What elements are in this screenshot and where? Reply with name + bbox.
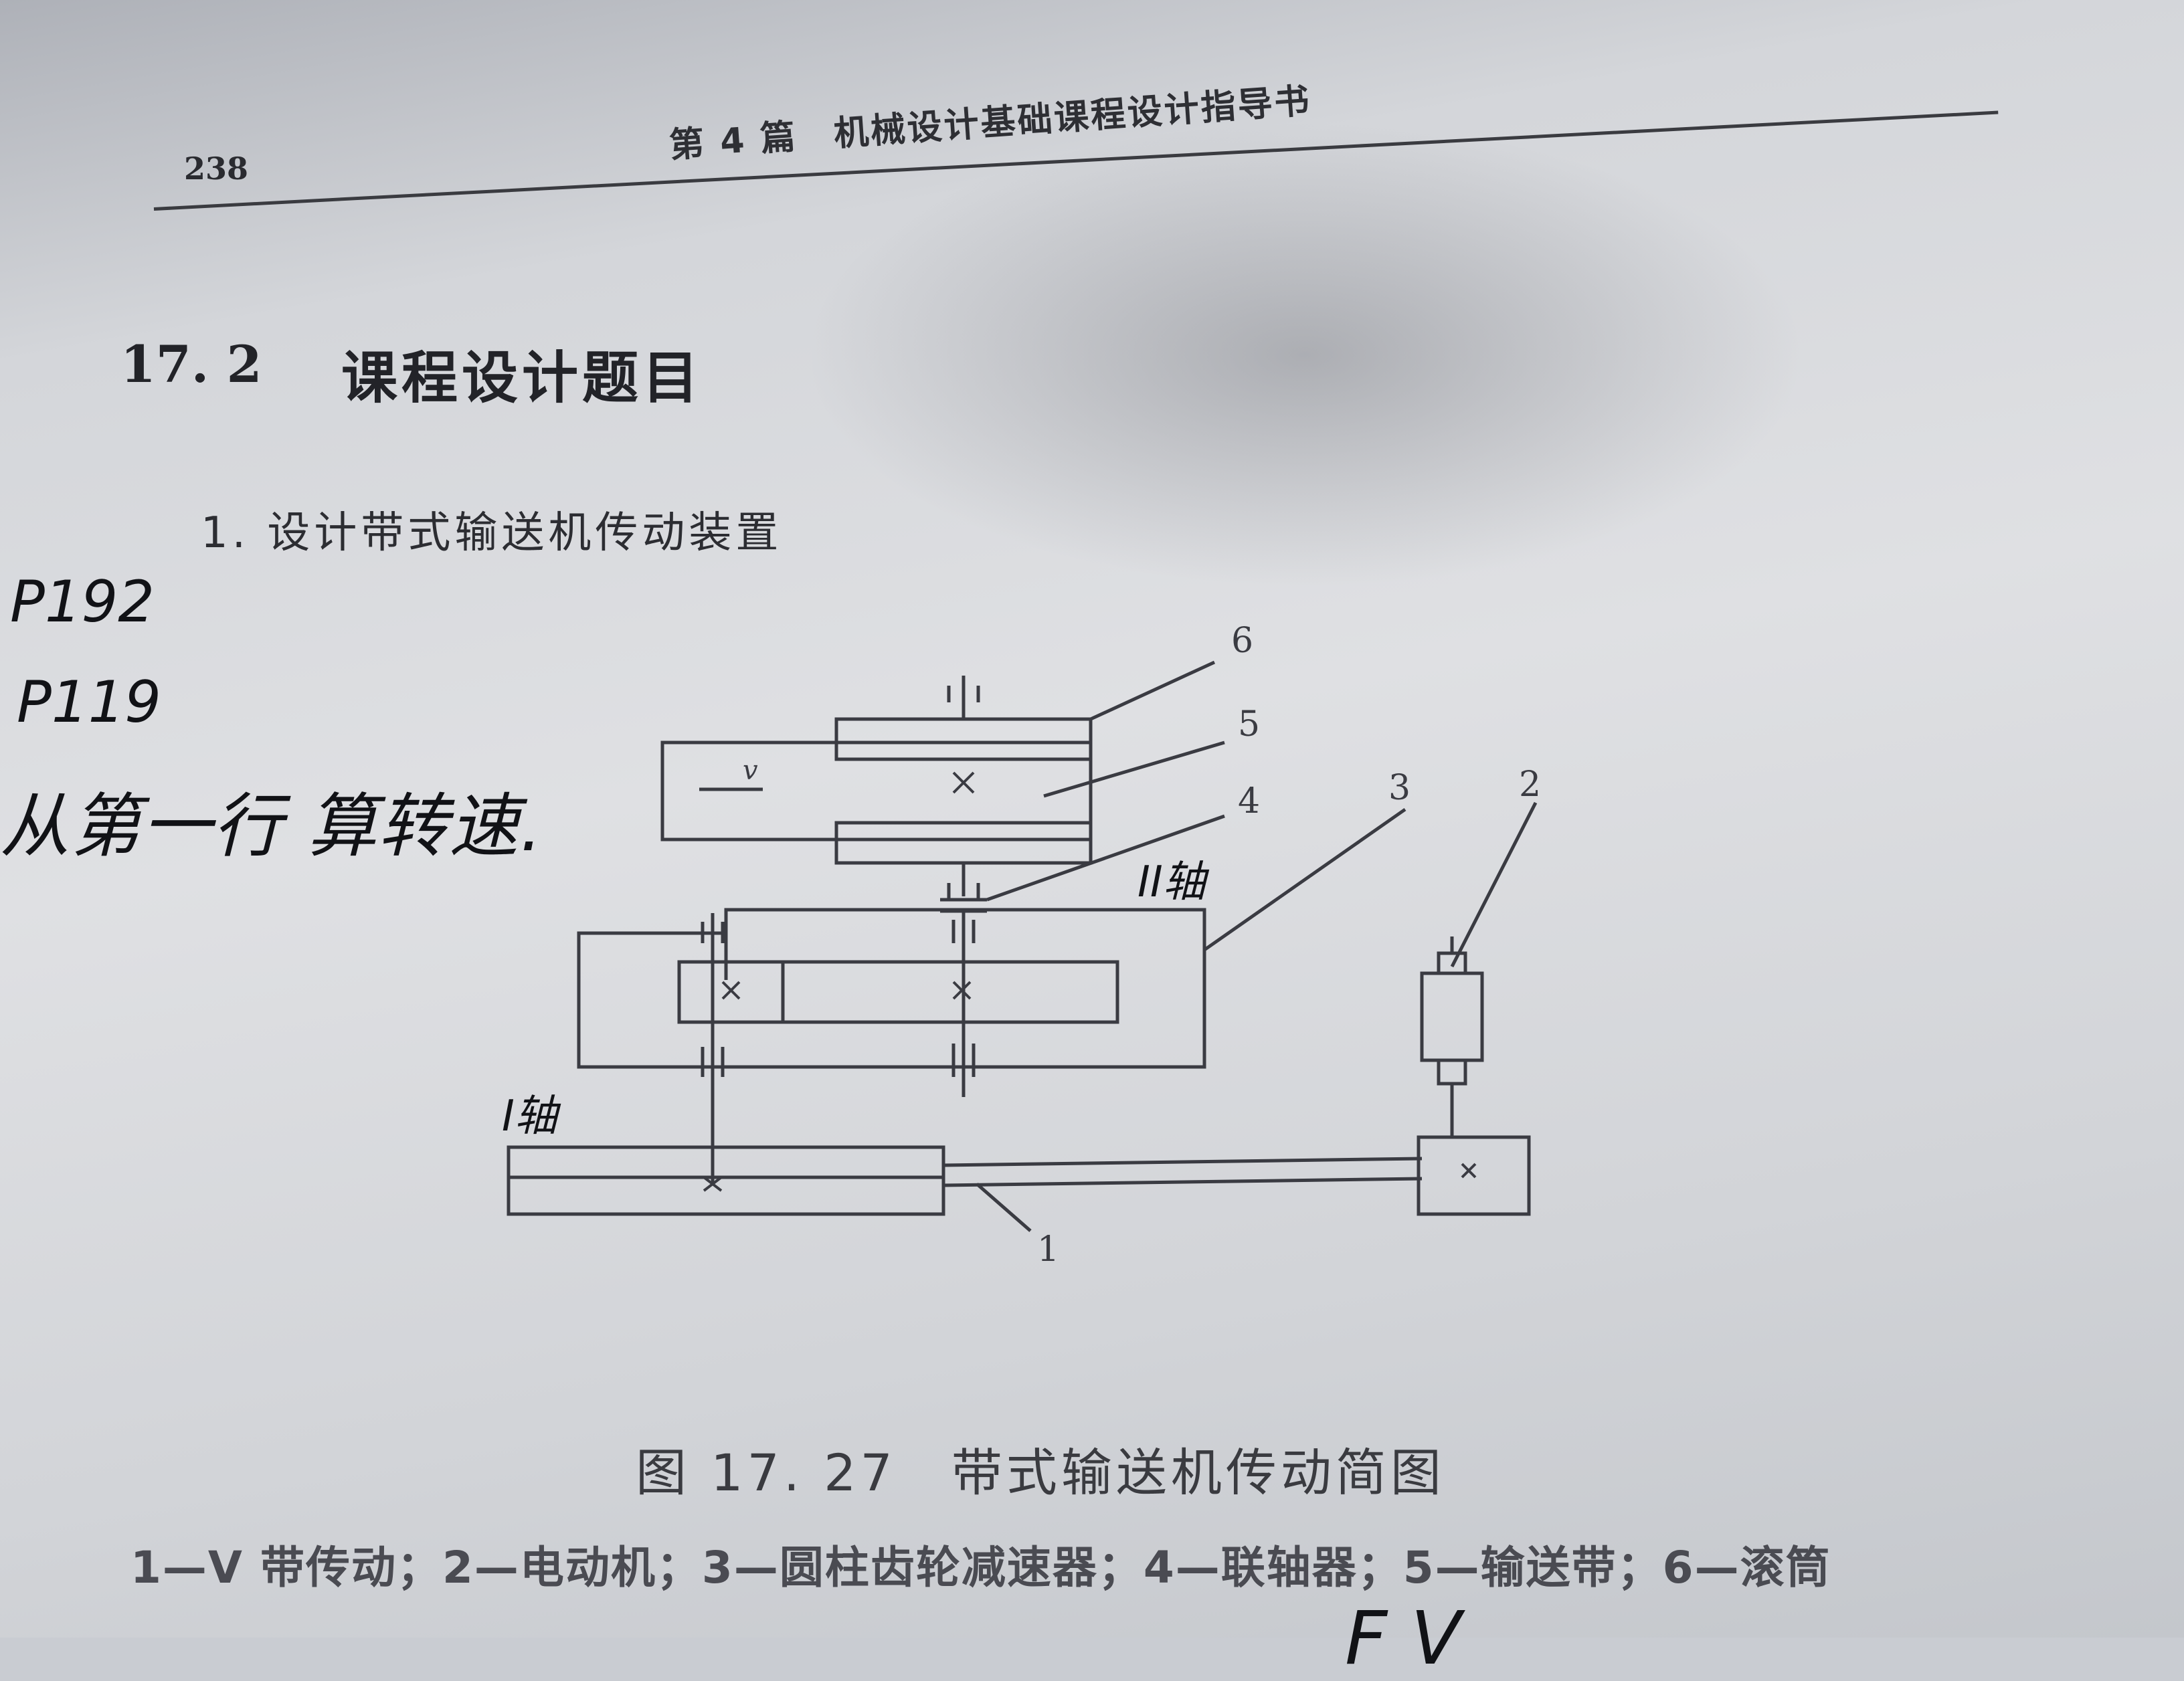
drum-bottom — [834, 821, 1093, 865]
conveyor-belt — [660, 740, 1093, 842]
item-title: 1. 设计带式输送机传动装置 — [201, 508, 783, 558]
driven-gear — [781, 960, 1119, 1024]
callout-6: 6 — [1231, 621, 1253, 661]
leader-line-6 — [1089, 660, 1216, 721]
v-belt-upper — [943, 1157, 1423, 1167]
handwritten-bottom: F V — [1345, 1595, 1461, 1681]
velocity-label: v — [743, 755, 758, 786]
page-shadow — [803, 120, 1807, 589]
pulley-cross — [1461, 1163, 1477, 1179]
handwritten-page-ref-192: P192 — [10, 569, 155, 635]
large-pulley-bottom — [507, 1175, 945, 1216]
pulley-cross — [703, 1176, 723, 1192]
leader-line-4 — [986, 814, 1225, 902]
callout-3: 3 — [1388, 768, 1410, 808]
drum-top — [834, 717, 1093, 761]
reducer-housing — [577, 908, 1206, 1069]
motor-body — [1420, 971, 1484, 1062]
pinion-cross — [721, 981, 741, 1000]
diagram-svg: 6 5 4 3 2 1 v II轴 I轴 — [502, 621, 1539, 1270]
v-belt-lower — [943, 1177, 1423, 1187]
transmission-diagram: 6 5 4 3 2 1 v II轴 I轴 — [468, 602, 1539, 1271]
section-title: 课程设计题目 — [341, 345, 703, 411]
handwritten-shaft-2: II轴 — [1138, 858, 1210, 907]
handwritten-shaft-1: I轴 — [502, 1092, 561, 1141]
drum-center-cross — [952, 771, 975, 794]
section-number: 17. 2 — [120, 334, 262, 394]
callout-2: 2 — [1519, 765, 1539, 805]
small-pulley — [1417, 1135, 1531, 1216]
gear-cross — [952, 981, 972, 1000]
leader-line-5 — [1043, 740, 1225, 798]
handwritten-page-ref-119: P119 — [17, 669, 162, 736]
figure-legend: 1—V 带传动；2—电动机；3—圆柱齿轮减速器；4—联轴器；5—输送带；6—滚筒 — [130, 1542, 1831, 1593]
large-pulley-top — [507, 1145, 945, 1179]
leader-line-2 — [1450, 801, 1538, 968]
leader-line-1 — [976, 1183, 1032, 1232]
callout-4: 4 — [1238, 781, 1260, 821]
callout-5: 5 — [1238, 704, 1260, 745]
page-number: 238 — [184, 151, 249, 187]
handwritten-note: 从第一行 算转速. — [0, 785, 544, 867]
motor-base — [1437, 1058, 1467, 1086]
callout-1: 1 — [1037, 1229, 1059, 1270]
figure-caption: 图 17. 27 带式输送机传动简图 — [636, 1443, 1445, 1502]
leader-line-3 — [1203, 807, 1406, 952]
